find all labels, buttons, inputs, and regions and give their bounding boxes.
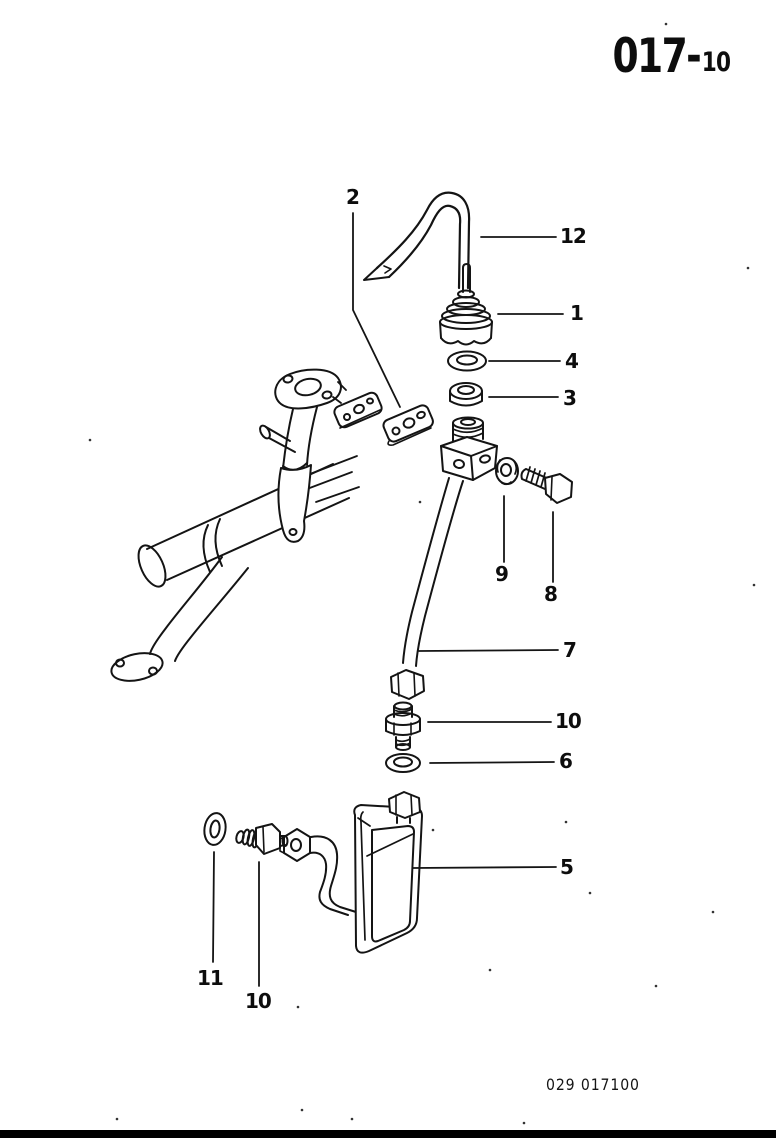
callout-5: 5: [560, 855, 574, 879]
callout-10-lower: 10: [245, 989, 272, 1013]
nipple-part10-lower: [235, 823, 289, 855]
leader-2: [352, 212, 401, 408]
bottom-flange-hole: [115, 658, 125, 668]
seal-ring-part11: [203, 812, 227, 846]
block-fitting: [440, 416, 498, 481]
pipe-assembly: [110, 368, 383, 682]
lock-washer-part9: [495, 457, 519, 486]
leader-lines: [212, 212, 564, 987]
top-flange-bolt-hole: [282, 374, 294, 384]
hose-part12: [363, 191, 471, 290]
connector-part10-upper: [385, 701, 421, 751]
page-number: 017- 10: [612, 29, 731, 84]
callout-8: 8: [544, 582, 558, 606]
page-number-sub: 10: [701, 47, 731, 78]
main-pipe-bottom-edge: [166, 497, 350, 581]
document-code: 029 017100: [546, 1075, 640, 1094]
valve-part1: [439, 263, 493, 346]
callout-6: 6: [559, 749, 573, 773]
junction-collar: [277, 464, 312, 543]
main-pipe-end-cap: [137, 544, 167, 588]
top-flange-bolt-hole: [321, 390, 333, 400]
bracket-arm: [332, 381, 347, 404]
top-flange-center-hole: [294, 377, 322, 397]
bottom-flange-hole: [148, 666, 158, 676]
page-number-main: 017-: [612, 29, 701, 84]
scan-edge-bar: [0, 1130, 776, 1138]
tank-inlet-pipe: [279, 828, 357, 916]
bolt-part8: [520, 466, 573, 504]
leader-6: [429, 761, 555, 764]
callout-10-upper: 10: [555, 709, 582, 733]
washer-part4: [447, 350, 487, 372]
callout-1: 1: [570, 301, 584, 325]
leader-7: [418, 649, 559, 652]
stub-open-end: [259, 424, 271, 440]
leader-5: [412, 866, 557, 869]
callout-4: 4: [565, 349, 579, 373]
callout-7: 7: [563, 638, 577, 662]
leader-11: [212, 851, 215, 963]
callout-2: 2: [346, 185, 360, 209]
callout-3: 3: [563, 386, 577, 410]
reservoir-tank-part5: [353, 791, 423, 954]
tank-top-nut: [388, 791, 421, 819]
down-pipe: [149, 556, 249, 662]
union-nut: [283, 828, 311, 862]
bracket-plate: [333, 391, 383, 429]
callout-12: 12: [560, 224, 587, 248]
washer-part6: [385, 753, 421, 773]
gasket-plate-part2: [382, 404, 434, 446]
callout-11: 11: [197, 966, 224, 990]
callout-9: 9: [495, 562, 509, 586]
grommet-part3: [449, 382, 483, 407]
pipe-break-lines: [306, 455, 360, 503]
pipe-sleeve-seam: [202, 518, 223, 573]
scan-noise: [88, 22, 756, 1125]
bottom-flange: [110, 652, 164, 682]
stub-branch: [265, 426, 296, 453]
riser-neck: [282, 406, 318, 469]
collar-tab-hole: [288, 528, 298, 536]
feed-pipe-part7: [390, 477, 464, 700]
